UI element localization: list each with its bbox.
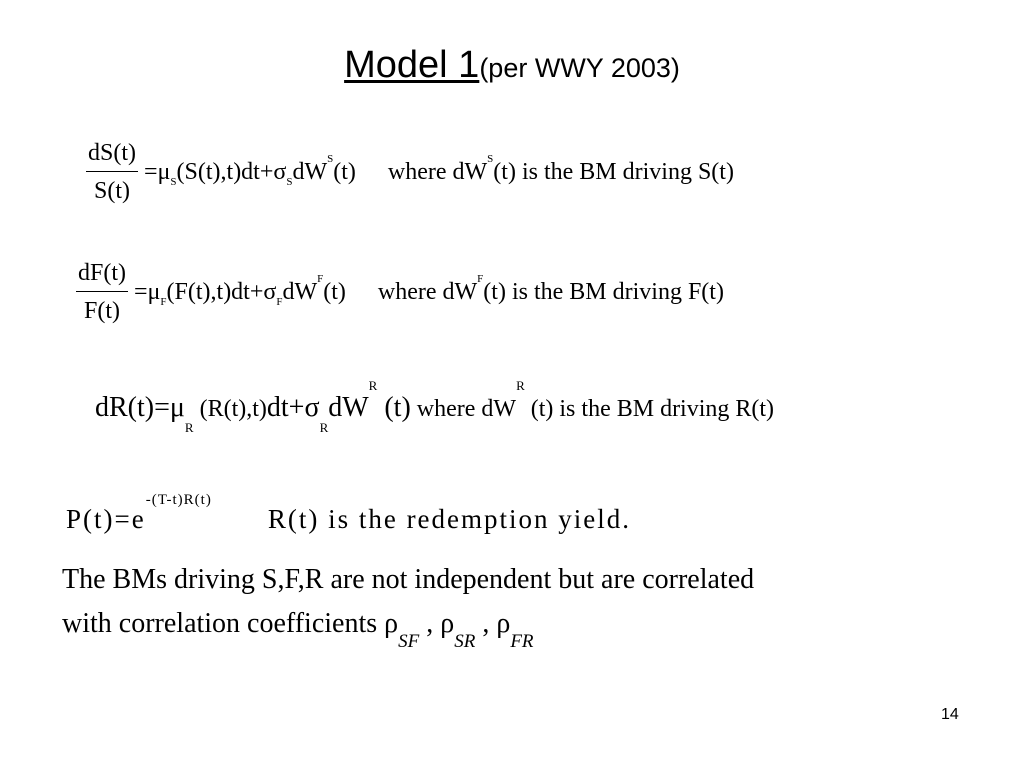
fraction-numerator: dS(t) xyxy=(88,140,136,166)
correlation-note: The BMs driving S,F,R are not independen… xyxy=(62,558,755,651)
title-subtitle: (per WWY 2003) xyxy=(479,53,680,83)
rho-symbol: ρ xyxy=(496,608,511,639)
superscript: R xyxy=(516,378,525,394)
dt-sigma: dt+σ xyxy=(266,392,320,423)
page-number: 14 xyxy=(941,706,959,723)
where-clause: where dW xyxy=(387,159,488,185)
diffusion-term: dW xyxy=(292,159,328,185)
drift-term: =μ xyxy=(134,279,161,305)
rho-sr: ρSR xyxy=(440,608,475,651)
fraction-bar xyxy=(86,171,138,172)
title-main: Model 1 xyxy=(344,44,480,86)
fraction-df-over-f: dF(t) F(t) xyxy=(76,260,128,325)
rho-fr: ρFR xyxy=(496,608,533,651)
yield-description: R(t) is the redemption yield. xyxy=(267,504,632,534)
equation-price: P(t)=e-(T-t)R(t) R(t) is the redemption y… xyxy=(66,493,632,535)
drift-args: (F(t),t)dt+σ xyxy=(166,279,277,305)
separator: , xyxy=(475,608,497,639)
note-line-2: with correlation coefficients ρSF , ρSR … xyxy=(62,602,754,651)
where-clause-end: (t) is the BM driving F(t) xyxy=(483,279,724,305)
where-clause: where dW xyxy=(377,279,478,305)
fraction-bar xyxy=(76,291,128,292)
where-clause: where dW xyxy=(410,396,517,422)
time-arg: (t) xyxy=(323,279,346,305)
subscript: SR xyxy=(454,630,476,652)
note-line-1: The BMs driving S,F,R are not independen… xyxy=(62,564,755,595)
drift-term: =μ xyxy=(144,159,171,185)
subscript: SF xyxy=(398,630,420,652)
diffusion-term: dW xyxy=(328,392,369,423)
time-arg: (t) xyxy=(333,159,356,185)
rate-lhs: dR(t)=μ xyxy=(95,392,185,423)
where-clause-end: (t) is the BM driving R(t) xyxy=(524,396,775,422)
equation-rate: dR(t)=μR (R(t),t)dt+σRdWR (t) where dWR … xyxy=(95,379,775,434)
exponent: -(T-t)R(t) xyxy=(145,492,212,508)
subscript: FR xyxy=(510,630,534,652)
fraction-numerator: dF(t) xyxy=(78,260,126,286)
subscript: R xyxy=(319,420,329,436)
separator: , xyxy=(419,608,441,639)
rho-symbol: ρ xyxy=(384,608,399,639)
drift-args: (S(t),t)dt+σ xyxy=(176,159,287,185)
fraction-ds-over-s: dS(t) S(t) xyxy=(86,140,138,205)
fraction-denominator: S(t) xyxy=(94,178,130,204)
time-arg: (t) xyxy=(377,392,411,423)
fraction-denominator: F(t) xyxy=(84,298,120,324)
slide-title: Model 1(per WWY 2003) xyxy=(0,44,1024,87)
note-line-2-text: with correlation coefficients xyxy=(62,608,385,639)
diffusion-term: dW xyxy=(282,279,318,305)
rho-sf: ρSF xyxy=(384,608,419,651)
where-clause-end: (t) is the BM driving S(t) xyxy=(493,159,734,185)
rho-symbol: ρ xyxy=(440,608,455,639)
drift-args: (R(t),t) xyxy=(193,396,267,422)
price-lhs: P(t)=e xyxy=(66,504,146,534)
subscript: R xyxy=(184,420,194,436)
superscript: R xyxy=(368,378,378,394)
